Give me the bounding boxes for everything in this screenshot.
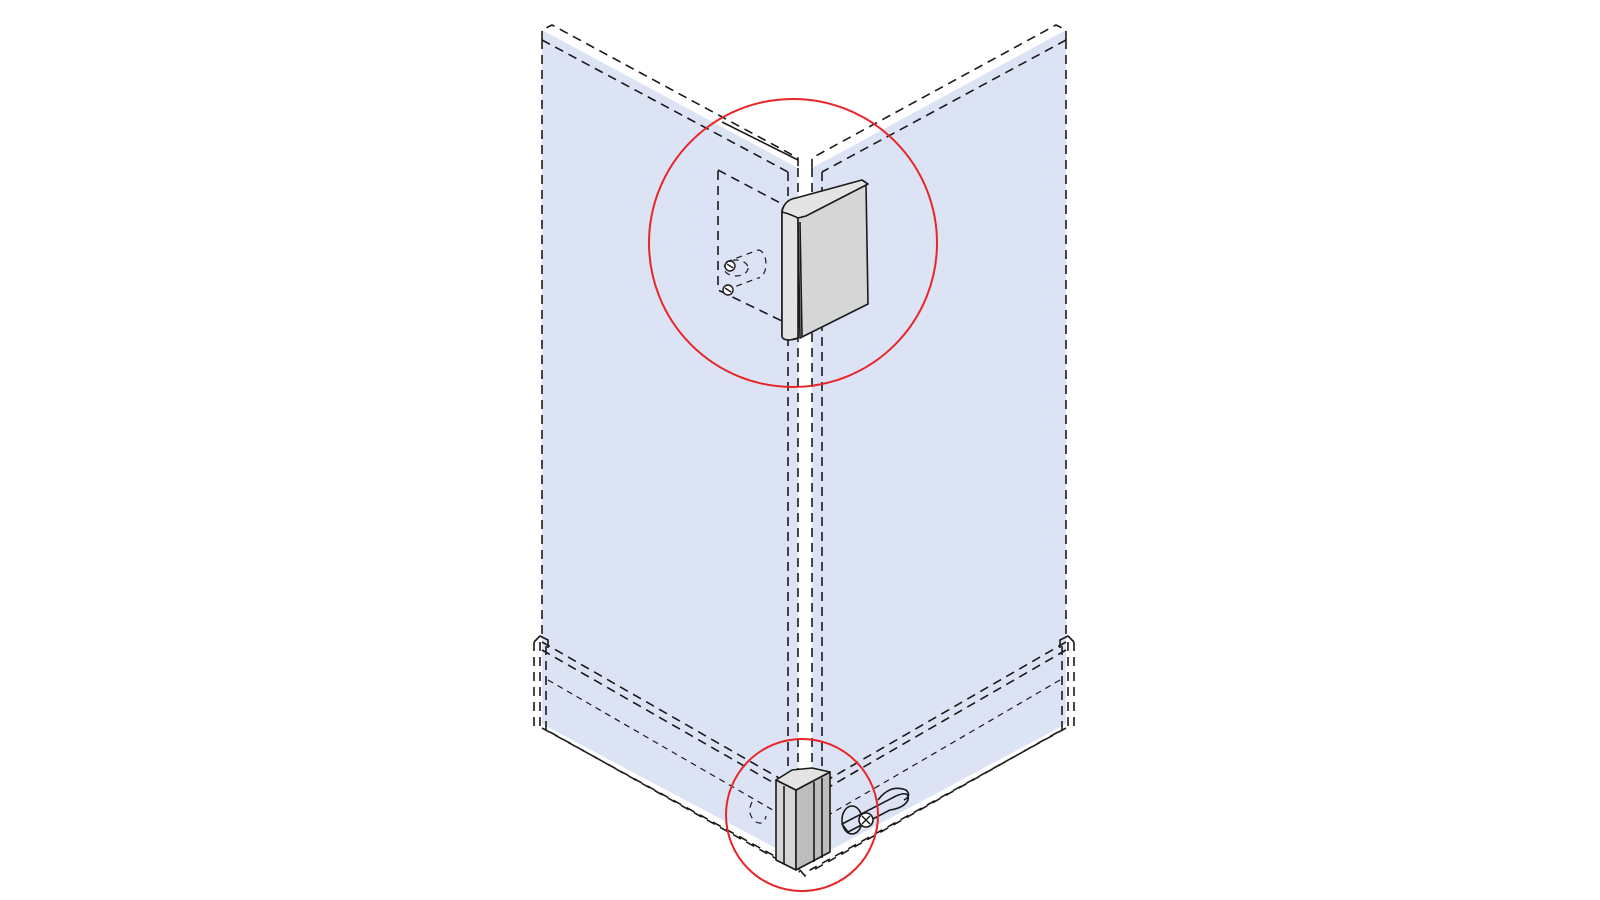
plinth-right-mid bbox=[819, 679, 1061, 821]
right-fastener-bolt bbox=[841, 792, 910, 833]
plinth-right-top bbox=[809, 641, 1067, 791]
left-panel bbox=[541, 24, 799, 860]
lower-fasteners bbox=[749, 787, 910, 835]
highlight-circle-icon bbox=[648, 98, 938, 388]
right-panel-face bbox=[812, 30, 1066, 860]
left-fastener-hook bbox=[749, 801, 767, 824]
right-panel bbox=[811, 24, 1067, 860]
cam-lock-body-upper bbox=[723, 259, 749, 277]
right-panel-top-back bbox=[821, 39, 1067, 173]
plinth-left-bottom bbox=[541, 727, 801, 871]
right-fastener-screw-slot bbox=[861, 815, 871, 825]
upper-plate-outline bbox=[717, 169, 785, 323]
plinth-right-bottom bbox=[809, 727, 1067, 871]
left-panel-top-edge bbox=[541, 24, 799, 168]
plinth-corner-bottom bbox=[799, 869, 811, 877]
upper-mounting-plate bbox=[717, 169, 785, 323]
plinth-left-top bbox=[541, 641, 801, 791]
plinth-right-cap bbox=[1059, 635, 1075, 648]
post-top bbox=[775, 767, 831, 791]
base-plinth bbox=[533, 635, 1075, 877]
plinth-left-bottom-2 bbox=[549, 731, 801, 873]
left-panel-top-solid bbox=[721, 121, 799, 161]
plinth-right-top-2 bbox=[809, 649, 1067, 799]
connector-right-edge bbox=[861, 179, 869, 185]
plinth-left-mid bbox=[547, 679, 791, 821]
plinth-left-top-2 bbox=[541, 649, 801, 799]
right-panel-top-edge bbox=[811, 24, 1067, 168]
corner-post-icon bbox=[775, 767, 831, 871]
cam-lock-screw-b-slot bbox=[724, 287, 732, 293]
connector-left-face-rounded bbox=[781, 204, 799, 341]
plinth-right-bottom-2 bbox=[809, 731, 1059, 873]
corner-connector-icon bbox=[781, 179, 869, 341]
highlight-circle-icon bbox=[725, 738, 879, 892]
plinth-left-cap bbox=[533, 635, 549, 648]
left-panel-top-back bbox=[541, 39, 789, 173]
cam-lock-screw-a-slot bbox=[726, 263, 734, 269]
connector-edge-line bbox=[799, 221, 803, 337]
left-panel-face bbox=[542, 30, 798, 860]
post-left-face bbox=[775, 779, 797, 871]
cam-lock-icon bbox=[722, 249, 767, 296]
right-fastener-slot bbox=[877, 787, 910, 801]
